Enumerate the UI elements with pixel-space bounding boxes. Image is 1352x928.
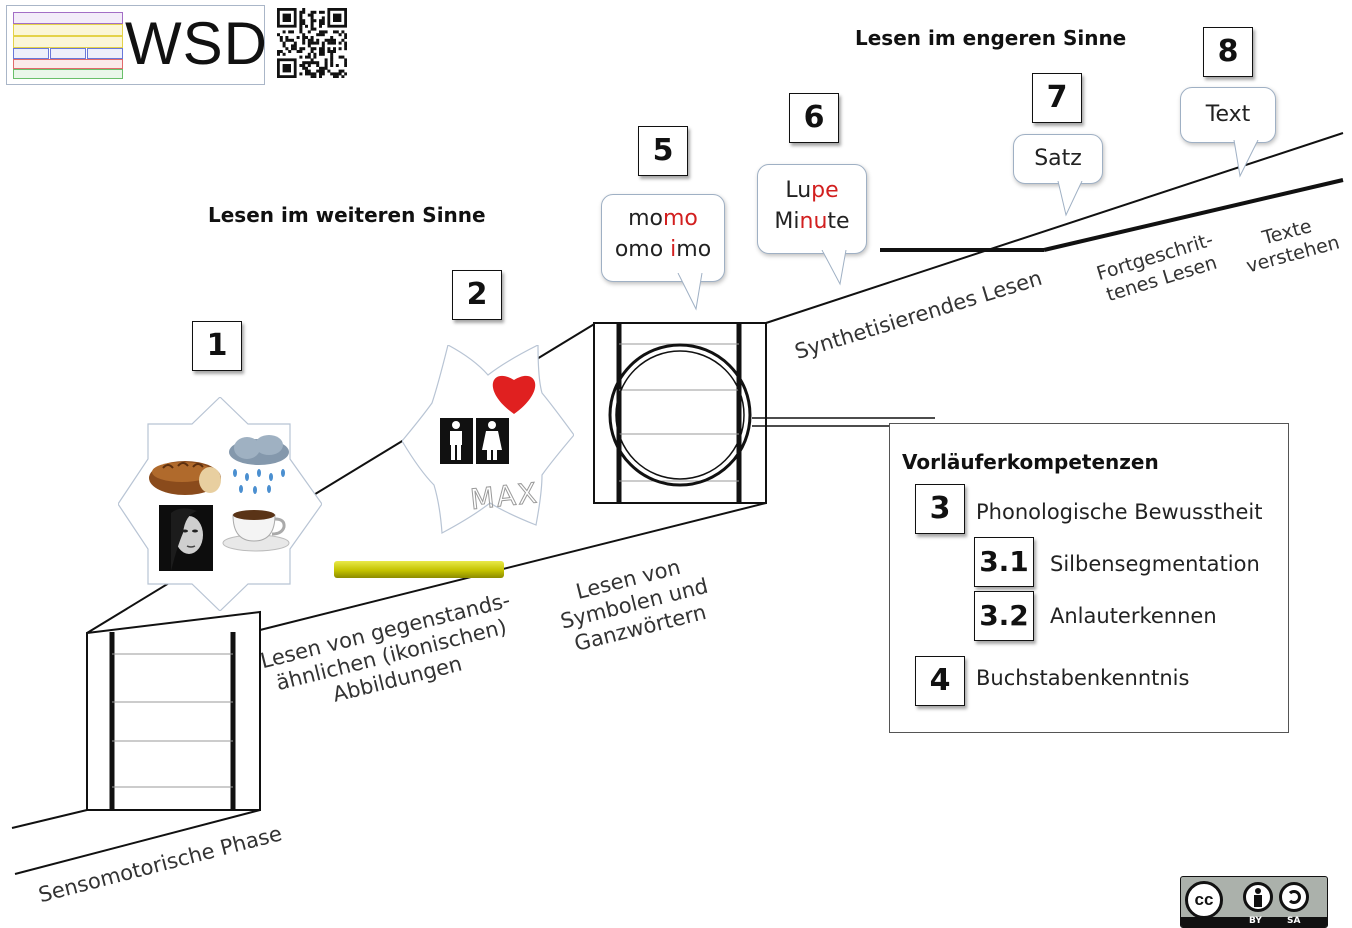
- stage-number-6: 6: [789, 93, 839, 143]
- rain-cloud-icon: [229, 435, 289, 494]
- advanced-ramp-line: [1043, 178, 1344, 252]
- license-sa-label: SA: [1287, 916, 1301, 926]
- stage-number-1: 1: [192, 321, 242, 371]
- competence-anlauterkennen: Anlauterkennen: [1050, 604, 1217, 628]
- bubble-lupe-line2: Minute: [774, 209, 850, 234]
- cc-by-sa-license-badge: cc BY SA: [1180, 876, 1328, 928]
- restroom-sign-icon: [440, 418, 509, 464]
- speech-bubble-satz: Satz: [1013, 134, 1103, 184]
- speech-bubble-momo: momo omo imo: [601, 194, 725, 282]
- vorlaeuferkompetenzen-box: Vorläuferkompetenzen 3 Phonologische Bew…: [889, 423, 1289, 733]
- logo-text: WSD: [125, 10, 268, 77]
- heading-narrower-sense: Lesen im engeren Sinne: [855, 26, 1127, 50]
- heading-wider-sense: Lesen im weiteren Sinne: [208, 203, 486, 227]
- stage-number-8: 8: [1203, 27, 1253, 77]
- coffee-cup-icon: [222, 510, 290, 552]
- bubble-momo-line1: momo: [628, 206, 698, 231]
- competence-phonologisch: Phonologische Bewusstheit: [976, 500, 1263, 524]
- ramp-line-2-upper: [765, 132, 1344, 324]
- cc-icon: cc: [1185, 881, 1223, 919]
- competence-silbensegmentation: Silbensegmentation: [1050, 552, 1260, 576]
- competence-number-3-1: 3.1: [974, 537, 1034, 587]
- bread-icon: [149, 461, 221, 495]
- speech-bubble-text: Text: [1180, 87, 1276, 143]
- bubble-lupe-line1: Lupe: [785, 178, 839, 203]
- bubble-satz-tail: [1057, 181, 1083, 217]
- svg-text:MAX: MAX: [469, 476, 538, 512]
- bubble-lupe-tail: [821, 250, 847, 286]
- ramp-line-1-lower: [259, 502, 767, 631]
- by-person-icon: [1243, 882, 1273, 912]
- bubble-momo-tail: [677, 273, 703, 311]
- vorlaeufer-title: Vorläuferkompetenzen: [902, 450, 1159, 474]
- max-word: MAX: [468, 476, 538, 512]
- logo-thumbnail: [13, 12, 123, 79]
- heart-icon: [492, 375, 536, 414]
- ground-line-upper: [11, 809, 88, 829]
- magnifier-lens: [608, 343, 752, 487]
- stage-number-5: 5: [638, 126, 688, 176]
- license-by-label: BY: [1249, 916, 1262, 926]
- competence-number-3: 3: [915, 484, 965, 534]
- competence-number-4: 4: [915, 656, 965, 706]
- stage1-star-frame: [118, 397, 322, 611]
- qr-code-icon: [277, 8, 347, 78]
- face-portrait-icon: [159, 505, 213, 571]
- stage-number-7: 7: [1032, 73, 1082, 123]
- competence-number-3-2: 3.2: [974, 591, 1034, 641]
- competence-buchstabenkenntnis: Buchstabenkenntnis: [976, 666, 1190, 690]
- upper-step-block: [593, 322, 935, 504]
- stage-number-2: 2: [452, 270, 502, 320]
- bubble-momo-line2: omo imo: [614, 237, 712, 262]
- lower-step-block: [86, 610, 261, 811]
- sa-share-alike-icon: [1279, 882, 1309, 912]
- bubble-text-tail: [1233, 140, 1259, 178]
- ground-line-lower: [14, 809, 261, 875]
- yellow-progress-bar: [334, 561, 504, 578]
- speech-bubble-lupe: Lupe Minute: [757, 164, 867, 254]
- wsd-logo: WSD: [6, 5, 268, 85]
